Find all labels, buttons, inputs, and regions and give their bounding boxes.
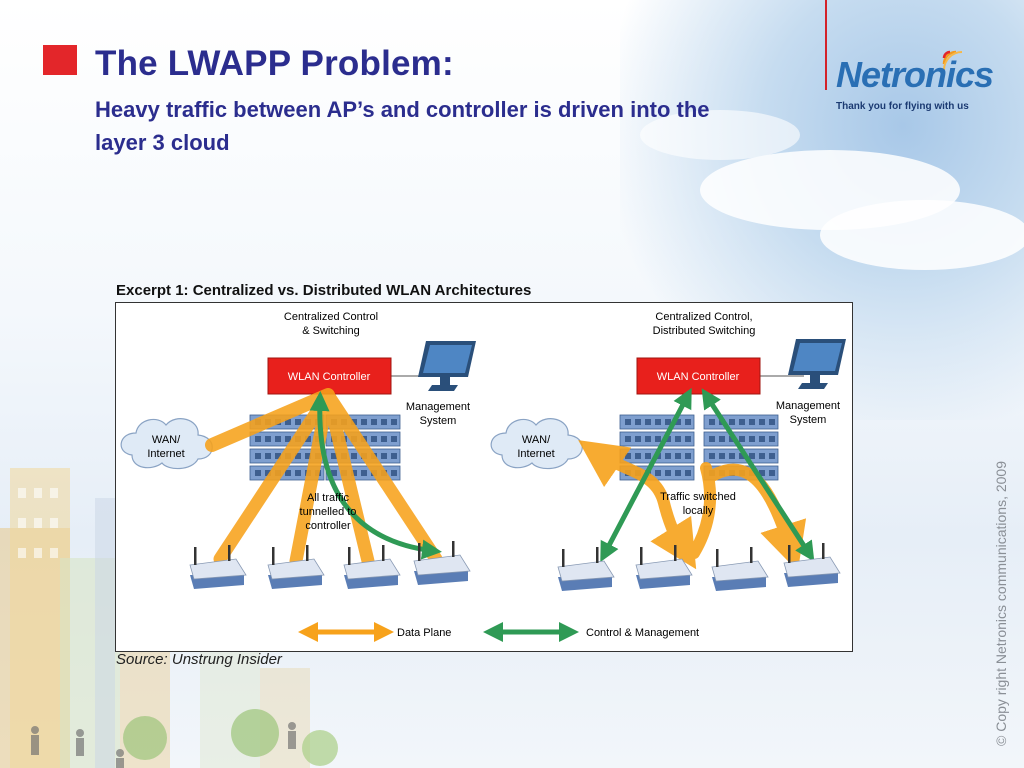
copyright-notice: © Copy right Netronics communications, 2… xyxy=(993,461,1009,746)
slide-title: The LWAPP Problem: xyxy=(95,44,454,83)
company-tagline: Thank you for flying with us xyxy=(836,101,969,112)
wlan-architecture-diagram: Centralized Control & Switching WLAN Con… xyxy=(115,302,853,652)
right-heading-line1: Centralized Control, xyxy=(655,311,752,323)
left-control-arrow xyxy=(309,391,442,560)
left-traffic-line3: controller xyxy=(305,520,351,532)
left-mgmt-line2: System xyxy=(420,415,457,427)
left-wlan-controller xyxy=(267,357,392,395)
left-traffic-line2: tunnelled to xyxy=(300,506,357,518)
left-wan-line2: Internet xyxy=(147,448,184,460)
right-heading-line2: Distributed Switching xyxy=(653,325,756,337)
left-traffic-line1: All traffic xyxy=(307,492,349,504)
left-management-monitor-icon xyxy=(418,341,476,391)
left-heading-line1: Centralized Control xyxy=(284,311,378,323)
legend-control-label: Control & Management xyxy=(586,627,699,639)
right-mgmt-line1: Management xyxy=(776,400,840,412)
slide-subtitle: Heavy traffic between AP’s and controlle… xyxy=(95,97,710,155)
right-controller-label: WLAN Controller xyxy=(657,371,740,383)
company-logo: Netronics xyxy=(836,54,994,95)
cloud xyxy=(640,110,800,160)
left-mgmt-line1: Management xyxy=(406,401,470,413)
right-mgmt-line2: System xyxy=(790,414,827,426)
signal-icon xyxy=(942,50,963,70)
right-management-monitor-icon xyxy=(788,339,846,389)
left-heading-line2: & Switching xyxy=(302,325,359,337)
left-controller-label: WLAN Controller xyxy=(288,371,371,383)
figure-source: Source: Unstrung Insider xyxy=(116,651,282,668)
right-wan-line1: WAN/ xyxy=(522,434,551,446)
left-wan-line1: WAN/ xyxy=(152,434,181,446)
right-control-arrows xyxy=(600,387,815,563)
logo-divider xyxy=(825,0,827,90)
cloud xyxy=(820,200,1024,270)
city-illustration xyxy=(0,468,338,768)
right-wan-line2: Internet xyxy=(517,448,554,460)
title-bullet-square xyxy=(43,45,77,75)
right-traffic-line1: Traffic switched xyxy=(660,491,736,503)
access-point-icon xyxy=(711,546,769,592)
legend-data-plane-label: Data Plane xyxy=(397,627,451,639)
figure-title: Excerpt 1: Centralized vs. Distributed W… xyxy=(116,282,532,299)
right-traffic-line2: locally xyxy=(683,505,714,517)
